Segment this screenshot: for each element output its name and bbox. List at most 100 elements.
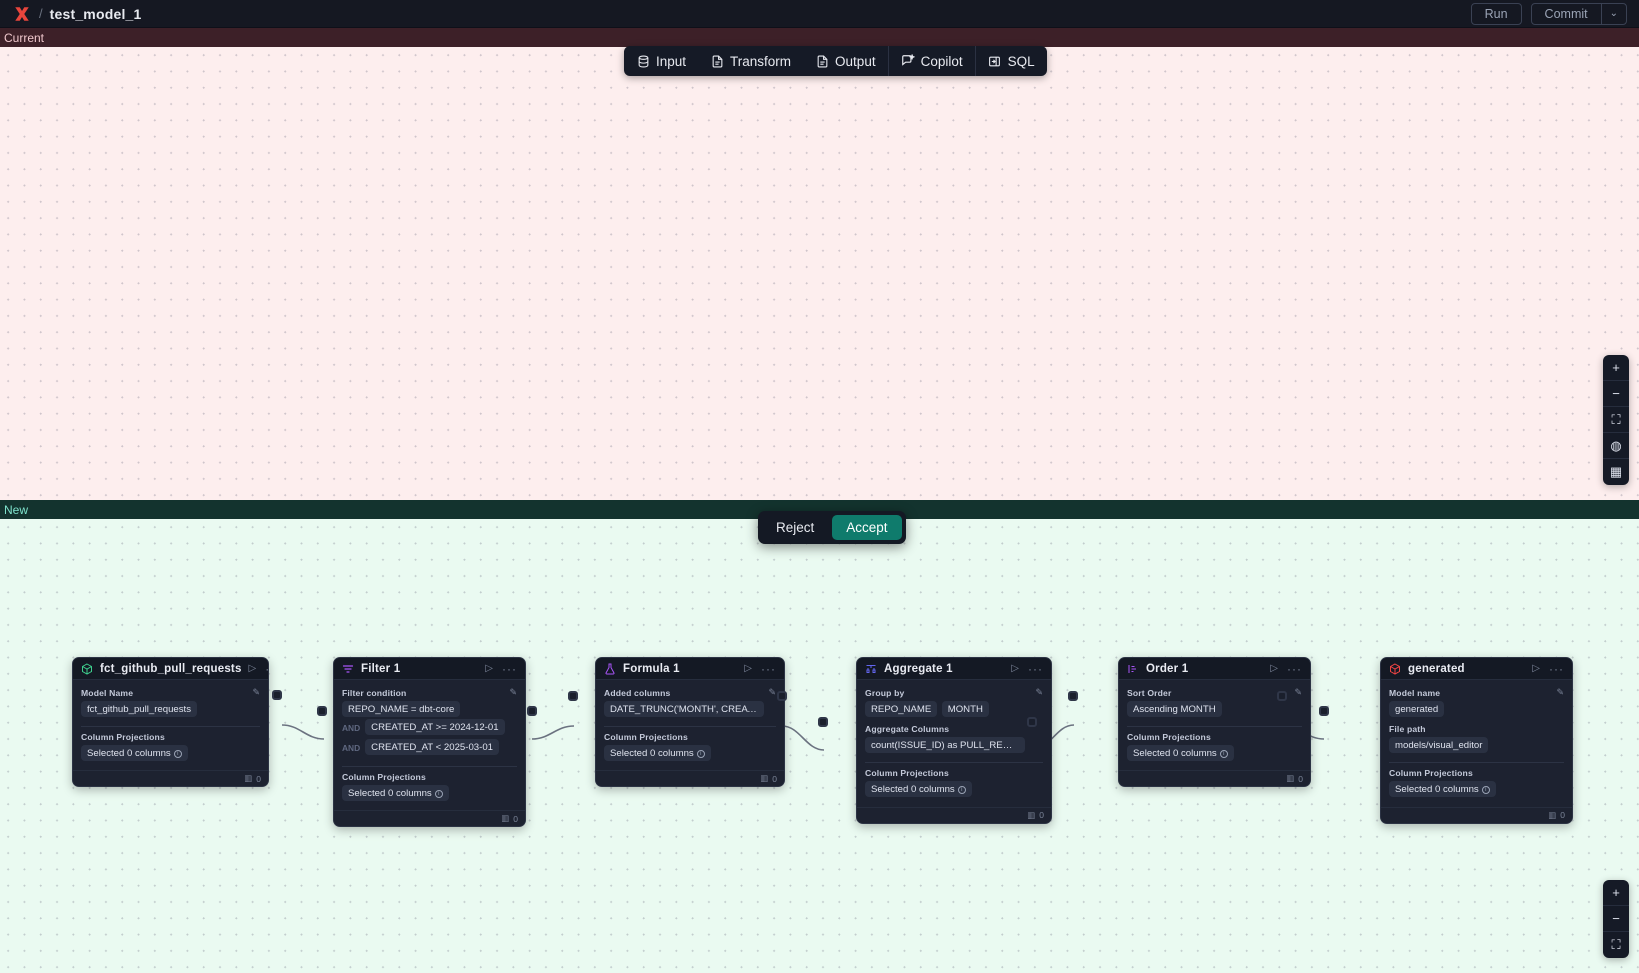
toolbar-item-sql[interactable]: SQL [974, 46, 1047, 76]
plus-icon[interactable]: + [1603, 880, 1629, 906]
node-footer: ▥ 0 [1119, 770, 1310, 787]
minus-icon[interactable]: − [1603, 906, 1629, 932]
edit-pencil-icon[interactable]: ✎ [1294, 687, 1302, 697]
node-handle-out[interactable] [527, 706, 537, 716]
edit-pencil-icon[interactable]: ✎ [252, 687, 260, 697]
node-header[interactable]: fct_github_pull_requests ▷ ··· [73, 658, 268, 680]
toolbar-item-transform[interactable]: Transform [698, 46, 803, 76]
run-button[interactable]: Run [1470, 2, 1522, 25]
node-order-1[interactable]: Order 1 ▷ ··· Sort Order ✎ Ascending MON… [1118, 657, 1311, 788]
node-header[interactable]: Aggregate 1 ▷ ··· [857, 658, 1051, 680]
reject-button[interactable]: Reject [762, 515, 828, 540]
node-title: Formula 1 [623, 662, 680, 675]
value-pill[interactable]: MONTH [941, 701, 989, 717]
pill-text: Selected 0 columns [348, 787, 432, 799]
value-pill[interactable]: generated [1389, 701, 1445, 717]
lock-viewport-icon[interactable]: ◍ [1603, 433, 1629, 459]
play-icon[interactable]: ▷ [1011, 663, 1019, 674]
cube-red-icon [1389, 662, 1401, 675]
more-horizontal-icon[interactable]: ··· [761, 661, 776, 676]
edit-pencil-icon[interactable]: ✎ [768, 687, 776, 697]
node-generated[interactable]: generated ▷ ··· Model name ✎ generated F… [1380, 657, 1573, 824]
toolbar-item-output[interactable]: Output [803, 46, 888, 76]
play-icon[interactable]: ▷ [485, 663, 493, 674]
plus-icon[interactable]: + [1603, 355, 1629, 381]
more-horizontal-icon[interactable]: ··· [1287, 661, 1302, 676]
value-pill[interactable]: fct_github_pull_requests [81, 701, 198, 717]
node-header[interactable]: Filter 1 ▷ ··· [334, 658, 525, 680]
canvas-new[interactable]: fct_github_pull_requests ▷ ··· Model Nam… [0, 519, 1639, 973]
play-icon[interactable]: ▷ [248, 663, 257, 674]
node-header[interactable]: Order 1 ▷ ··· [1119, 658, 1310, 680]
play-icon[interactable]: ▷ [1270, 663, 1278, 674]
node-handle-in[interactable] [1068, 691, 1078, 701]
play-icon[interactable]: ▷ [744, 663, 752, 674]
node-handle-out[interactable] [1027, 717, 1037, 727]
canvas-current[interactable] [0, 47, 1639, 500]
node-handle-out[interactable] [777, 691, 787, 701]
conjunction-label: AND [342, 743, 361, 754]
chevron-down-icon[interactable]: ⌄ [1600, 3, 1626, 24]
node-header[interactable]: generated ▷ ··· [1381, 658, 1572, 680]
fit-view-icon[interactable]: ⛶ [1603, 407, 1629, 433]
edit-pencil-icon[interactable]: ✎ [1556, 687, 1564, 697]
node-title: generated [1408, 662, 1465, 675]
canvas-dot-grid-current [0, 47, 1639, 500]
value-pill[interactable]: Ascending MONTH [1127, 701, 1222, 717]
commit-button[interactable]: Commit [1532, 4, 1601, 24]
node-handle-in[interactable] [568, 691, 578, 701]
value-pill[interactable]: CREATED_AT >= 2024-12-01 [365, 719, 505, 736]
info-icon[interactable]: i [957, 785, 966, 794]
node-filter-1[interactable]: Filter 1 ▷ ··· Filter condition ✎ REPO_N… [333, 657, 526, 828]
edit-pencil-icon[interactable]: ✎ [1035, 687, 1043, 697]
toolbar-item-label: Transform [730, 53, 792, 69]
value-pill[interactable]: CREATED_AT < 2025-03-01 [365, 739, 500, 756]
aggregate-icon [865, 663, 877, 675]
more-horizontal-icon[interactable]: ··· [265, 663, 268, 675]
more-horizontal-icon[interactable]: ··· [1549, 661, 1564, 676]
info-icon[interactable]: i [1481, 785, 1490, 794]
toolbar-item-input[interactable]: Input [624, 46, 698, 76]
node-footer-count: 0 [1039, 810, 1044, 821]
app-logo-icon[interactable] [12, 4, 32, 24]
minimap-icon[interactable]: ▦ [1609, 464, 1623, 479]
edit-pencil-icon[interactable]: ✎ [509, 687, 517, 697]
info-icon[interactable]: i [1219, 749, 1228, 758]
pill-text: Selected 0 columns [87, 747, 171, 759]
value-pill[interactable]: REPO_NAME = dbt-core [342, 701, 461, 717]
value-pill[interactable]: DATE_TRUNC('MONTH', CREATED_AT… [604, 701, 764, 717]
value-pill[interactable]: count(ISSUE_ID) as PULL_REQUEST_… [865, 737, 1025, 754]
node-header[interactable]: Formula 1 ▷ ··· [596, 658, 784, 680]
node-aggregate-1[interactable]: Aggregate 1 ▷ ··· Group by ✎ REPO_NAME M… [856, 657, 1052, 824]
node-handle-out[interactable] [272, 690, 282, 700]
more-horizontal-icon[interactable]: ··· [502, 661, 517, 676]
node-handle-in[interactable] [1319, 706, 1329, 716]
node-fct-github-pull-requests[interactable]: fct_github_pull_requests ▷ ··· Model Nam… [72, 657, 269, 788]
fit-view-icon[interactable]: ⛶ [1611, 937, 1621, 952]
more-horizontal-icon[interactable]: ··· [1028, 661, 1043, 676]
node-section-sort-order: Sort Order ✎ Ascending MONTH [1127, 686, 1302, 722]
info-icon[interactable]: i [173, 749, 182, 758]
value-pill[interactable]: models/visual_editor [1389, 737, 1489, 754]
minus-icon[interactable]: − [1603, 381, 1629, 407]
value-pill[interactable]: REPO_NAME [865, 701, 938, 717]
info-icon[interactable]: i [434, 789, 443, 798]
node-handle-in[interactable] [818, 717, 828, 727]
accept-button[interactable]: Accept [832, 515, 902, 540]
node-title: Order 1 [1146, 662, 1189, 675]
play-icon[interactable]: ▷ [1532, 663, 1540, 674]
node-formula-1[interactable]: Formula 1 ▷ ··· Added columns ✎ DATE_TRU… [595, 657, 785, 788]
node-section-group-by: Group by ✎ REPO_NAME MONTH [865, 686, 1043, 722]
node-footer-count: 0 [1560, 810, 1565, 821]
node-handle-in[interactable] [317, 706, 327, 716]
node-handle-out[interactable] [1277, 691, 1287, 701]
toolbar-item-copilot[interactable]: Copilot [887, 46, 975, 76]
info-icon[interactable]: i [696, 749, 705, 758]
